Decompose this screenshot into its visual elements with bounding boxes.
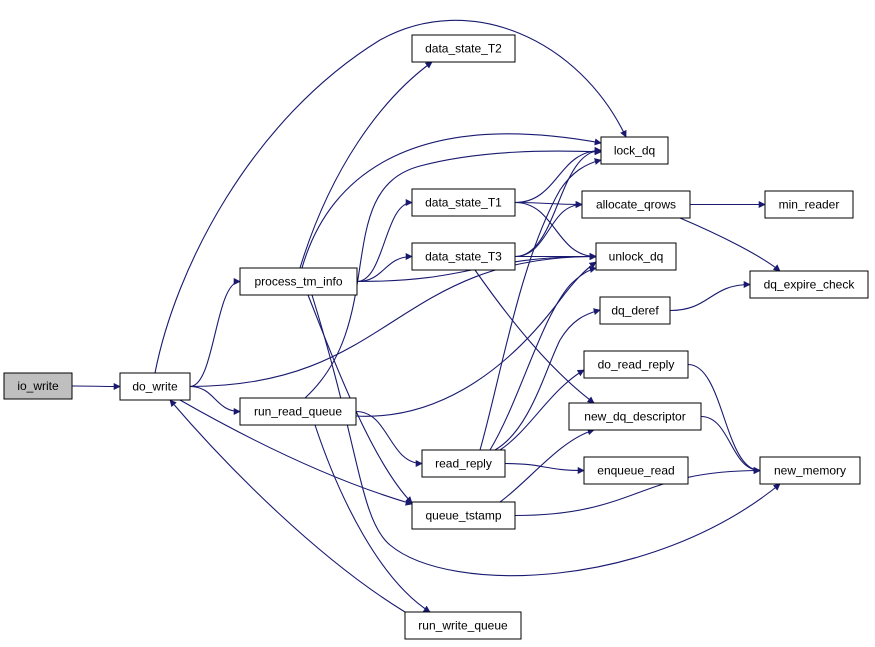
node-label: do_write: [132, 380, 178, 394]
edge-io_write-to-do_write: [71, 382, 121, 390]
edge-data_state_T3-to-allocate_qrows: [514, 201, 583, 258]
edge-read_reply-to-enqueue_read: [504, 462, 585, 474]
node-box: [404, 611, 522, 640]
node-run_read_queue[interactable]: run_read_queue: [239, 397, 357, 426]
node-dq_deref[interactable]: dq_deref: [599, 296, 671, 325]
node-box: [239, 397, 357, 426]
edge-queue_tstamp-to-new_memory: [514, 467, 761, 517]
node-label: do_read_reply: [598, 358, 675, 372]
edge-do_write-to-lock_dq: [154, 19, 627, 374]
node-data_state_T3[interactable]: data_state_T3: [411, 242, 516, 271]
edge-process_tm_info-to-data_state_T1: [356, 199, 413, 283]
node-label: dq_deref: [611, 304, 659, 318]
node-box: [583, 456, 689, 485]
node-box: [411, 188, 516, 217]
node-box: [421, 449, 506, 478]
node-box: [411, 501, 516, 530]
node-allocate_qrows[interactable]: allocate_qrows: [581, 190, 691, 219]
node-label: dq_expire_check: [764, 278, 856, 292]
node-unlock_dq[interactable]: unlock_dq: [595, 242, 677, 271]
edge-do_write-to-process_tm_info: [189, 278, 241, 388]
edge-read_reply-to-lock_dq: [479, 158, 602, 451]
node-box: [600, 136, 669, 165]
node-data_state_T1[interactable]: data_state_T1: [411, 188, 516, 217]
node-box: [583, 350, 689, 379]
edge-data_state_T1-to-allocate_qrows: [514, 200, 583, 208]
edge-new_dq_descriptor-to-new_memory: [700, 415, 761, 474]
edge-read_reply-to-unlock_dq: [489, 266, 597, 451]
node-label: new_dq_descriptor: [584, 410, 685, 424]
node-run_write_queue[interactable]: run_write_queue: [404, 611, 522, 640]
node-label: read_reply: [435, 457, 492, 471]
edge-process_tm_info-to-lock_dq: [301, 133, 602, 269]
node-box: [119, 372, 191, 401]
node-label: unlock_dq: [609, 250, 664, 264]
node-box: [749, 270, 869, 299]
node-new_dq_descriptor[interactable]: new_dq_descriptor: [568, 402, 702, 431]
edge-data_state_T3-to-lock_dq: [514, 147, 602, 258]
node-label: data_state_T3: [425, 250, 502, 264]
edges-layer: [71, 19, 781, 613]
node-label: lock_dq: [614, 144, 655, 158]
node-label: process_tm_info: [254, 275, 342, 289]
node-data_state_T2[interactable]: data_state_T2: [411, 34, 516, 63]
edge-run_write_queue-to-do_write: [169, 399, 406, 613]
node-label: queue_tstamp: [425, 509, 501, 523]
edge-allocate_qrows-to-dq_expire_check: [679, 217, 781, 272]
edge-process_tm_info-to-new_memory: [311, 294, 781, 577]
node-label: io_write: [17, 379, 59, 393]
edge-do_write-to-run_read_queue: [189, 385, 241, 415]
edge-process_tm_info-to-data_state_T3: [356, 253, 413, 283]
node-io_write[interactable]: io_write: [3, 372, 73, 400]
node-label: data_state_T1: [425, 196, 502, 210]
node-label: new_memory: [774, 464, 846, 478]
node-label: run_write_queue: [418, 619, 508, 633]
node-box: [3, 372, 73, 400]
edge-queue_tstamp-to-new_dq_descriptor: [499, 428, 595, 503]
node-label: run_read_queue: [254, 405, 342, 419]
edge-run_read_queue-to-run_write_queue: [314, 424, 431, 613]
node-box: [581, 190, 691, 219]
edge-data_state_T1-to-unlock_dq: [514, 201, 597, 260]
node-label: min_reader: [779, 198, 840, 212]
node-box: [764, 190, 854, 219]
node-queue_tstamp[interactable]: queue_tstamp: [411, 501, 516, 530]
node-box: [595, 242, 677, 271]
node-dq_expire_check[interactable]: dq_expire_check: [749, 270, 869, 299]
node-do_write[interactable]: do_write: [119, 372, 191, 401]
node-min_reader[interactable]: min_reader: [764, 190, 854, 219]
edge-read_reply-to-dq_deref: [494, 308, 601, 451]
edge-run_read_queue-to-read_reply: [355, 410, 423, 467]
node-box: [239, 267, 358, 296]
edge-do_write-to-unlock_dq: [189, 253, 597, 388]
node-box: [411, 34, 516, 63]
edge-process_tm_info-to-data_state_T2: [299, 61, 433, 269]
edge-do_read_reply-to-new_memory: [687, 363, 761, 474]
node-box: [568, 402, 702, 431]
edge-data_state_T1-to-lock_dq: [514, 147, 602, 204]
node-new_memory[interactable]: new_memory: [759, 456, 861, 485]
node-read_reply[interactable]: read_reply: [421, 449, 506, 478]
node-box: [411, 242, 516, 271]
node-label: data_state_T2: [425, 42, 502, 56]
node-lock_dq[interactable]: lock_dq: [600, 136, 669, 165]
edge-dq_deref-to-dq_expire_check: [669, 281, 751, 312]
node-box: [759, 456, 861, 485]
node-enqueue_read[interactable]: enqueue_read: [583, 456, 689, 485]
edge-run_read_queue-to-lock_dq: [304, 148, 602, 399]
edge-read_reply-to-do_read_reply: [499, 369, 585, 451]
node-box: [599, 296, 671, 325]
nodes-layer: io_write do_write process_tm_info run_read_…: [3, 34, 869, 640]
node-process_tm_info[interactable]: process_tm_info: [239, 267, 358, 296]
node-label: allocate_qrows: [596, 198, 676, 212]
edge-data_state_T3-to-new_dq_descriptor: [474, 269, 595, 404]
node-label: enqueue_read: [597, 464, 674, 478]
edge-do_write-to-queue_tstamp: [179, 399, 413, 506]
node-do_read_reply[interactable]: do_read_reply: [583, 350, 689, 379]
